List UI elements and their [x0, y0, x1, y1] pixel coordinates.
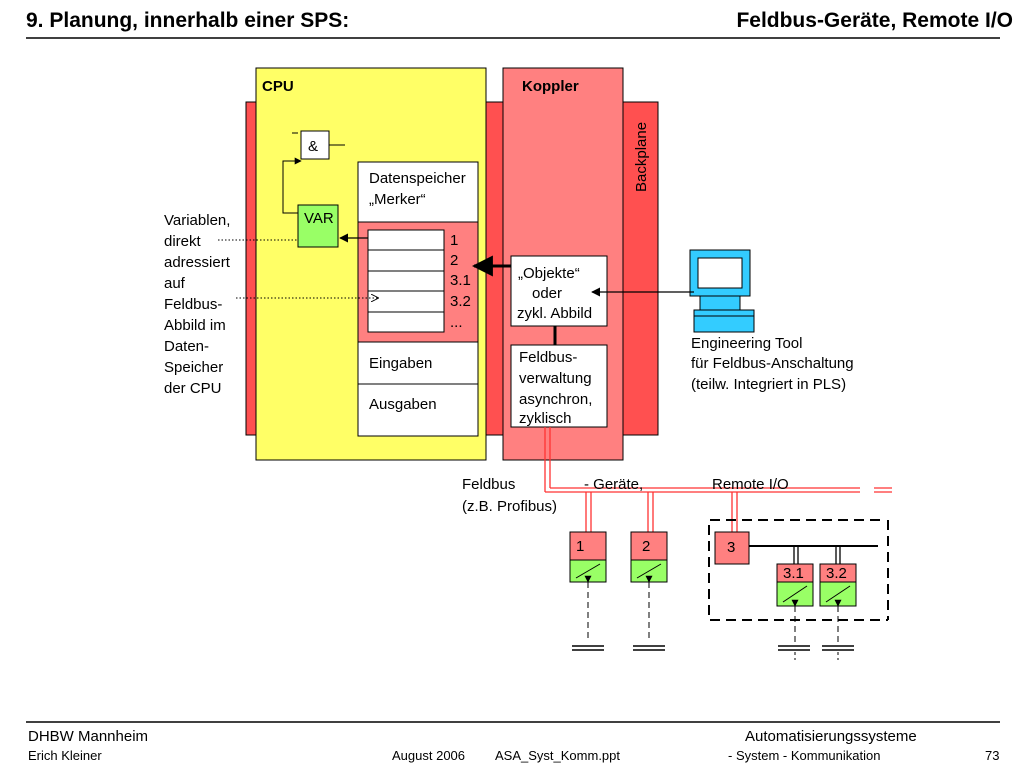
var-to-and-arrow	[282, 157, 302, 214]
device-3-2-label: 3.2	[826, 565, 847, 582]
device-2-label: 2	[642, 538, 650, 555]
memory-index-3-1: 3.1	[450, 272, 471, 289]
eingaben-label: Eingaben	[369, 355, 432, 372]
variablen-line-2: direkt	[164, 233, 202, 250]
backplane-strip-middle	[485, 101, 505, 436]
device-3-1-label: 3.1	[783, 565, 804, 582]
verwaltung-line-4: zyklisch	[519, 410, 572, 427]
device-3-label: 3	[727, 539, 735, 556]
footer-topic: - System - Kommunikation	[728, 748, 880, 763]
remote-io-label: Remote I/O	[712, 476, 789, 493]
engineering-line-3: (teilw. Integriert in PLS)	[691, 376, 846, 393]
objekte-line-2: oder	[532, 285, 562, 302]
koppler-label: Koppler	[522, 78, 579, 95]
ausgaben-label: Ausgaben	[369, 396, 437, 413]
footer-page-number: 73	[985, 748, 999, 763]
geraete-label: - Geräte,	[584, 476, 643, 493]
variablen-line-5: Feldbus-	[164, 296, 222, 313]
computer-icon	[689, 249, 755, 333]
objekte-line-1: „Objekte“	[518, 265, 580, 282]
var-box	[297, 204, 339, 248]
slide-title: 9. Planung, innerhalb einer SPS:	[26, 9, 349, 32]
variablen-line-7: Daten-	[164, 338, 209, 355]
device-1-label: 1	[576, 538, 584, 555]
device-3-2	[819, 563, 857, 607]
backplane-strip-right	[621, 101, 659, 436]
footer-author: Erich Kleiner	[28, 748, 102, 763]
remote-io-group-border	[708, 519, 888, 621]
engineering-line-2: für Feldbus-Anschaltung	[691, 355, 854, 372]
device-3	[714, 531, 750, 565]
variablen-line-6: Abbild im	[164, 317, 226, 334]
feldbusverwaltung-box	[510, 344, 608, 428]
footer-file: ASA_Syst_Komm.ppt	[495, 748, 620, 763]
var-label: VAR	[304, 210, 334, 227]
merker-label: „Merker“	[369, 191, 426, 208]
memory-index-3-2: 3.2	[450, 293, 471, 310]
footer-course: Automatisierungssysteme	[745, 728, 917, 745]
variablen-line-3: adressiert	[164, 254, 231, 271]
footer-institution: DHBW Mannheim	[28, 728, 148, 745]
backplane-label: Backplane	[633, 122, 650, 192]
cpu-label: CPU	[262, 78, 294, 95]
objekte-box	[510, 255, 608, 327]
memory-index-more: ...	[450, 314, 463, 331]
memory-table	[367, 229, 445, 333]
and-gate-symbol: &	[308, 138, 318, 155]
verwaltung-line-3: asynchron,	[519, 391, 592, 408]
variablen-line-8: Speicher	[164, 359, 223, 376]
device-2	[630, 531, 668, 583]
objekte-line-3: zykl. Abbild	[517, 305, 592, 322]
memory-index-2: 2	[450, 252, 458, 269]
footer-date: August 2006	[392, 748, 465, 763]
variablen-line-4: auf	[164, 275, 186, 292]
slide-subtitle: Feldbus-Geräte, Remote I/O	[736, 9, 1013, 32]
variablen-line-1: Variablen,	[164, 212, 230, 229]
variablen-line-9: der CPU	[164, 380, 222, 397]
feldbus-label: Feldbus	[462, 476, 515, 493]
verwaltung-line-2: verwaltung	[519, 370, 592, 387]
verwaltung-line-1: Feldbus-	[519, 349, 577, 366]
memory-index-1: 1	[450, 232, 458, 249]
engineering-line-1: Engineering Tool	[691, 335, 802, 352]
device-1	[569, 531, 607, 583]
profibus-label: (z.B. Profibus)	[462, 498, 557, 515]
datenspeicher-label: Datenspeicher	[369, 170, 466, 187]
